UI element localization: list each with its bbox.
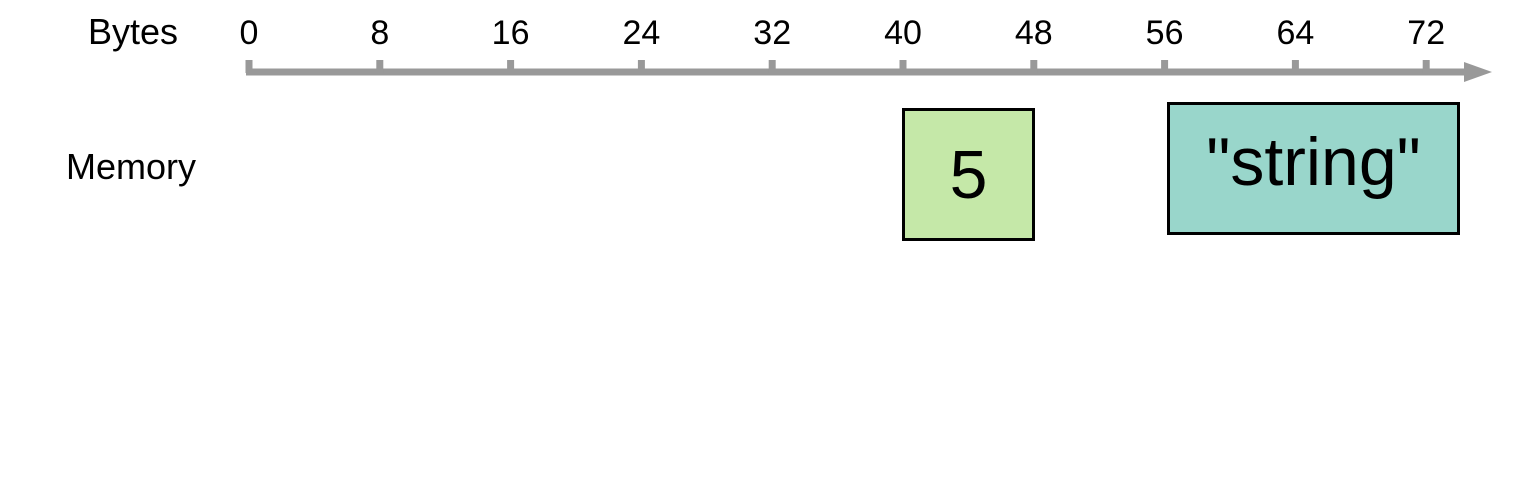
axis-tick-label: 64: [1276, 14, 1314, 52]
axis-tick-label: 48: [1015, 14, 1053, 52]
axis-tick: [1291, 60, 1299, 73]
axis-tick: [899, 60, 907, 73]
axis-tick-label: 32: [753, 14, 791, 52]
axis-tick: [376, 60, 384, 73]
axis-tick-label: 24: [622, 14, 660, 52]
axis-tick: [507, 60, 515, 73]
memory-block-string: "string": [1167, 102, 1460, 235]
tick-group: 0 8 16 24 32 40 48 56 64 72: [240, 14, 1445, 73]
memory-row-label: Memory: [66, 146, 197, 187]
axis-tick-label: 8: [370, 14, 389, 52]
axis-tick: [1030, 60, 1038, 73]
axis-tick-label: 56: [1146, 14, 1184, 52]
byte-axis: 0 8 16 24 32 40 48 56 64 72: [240, 14, 1492, 82]
axis-tick: [637, 60, 645, 73]
axis-tick: [245, 60, 253, 73]
memory-block-int: 5: [902, 108, 1035, 241]
axis-arrowhead: [1464, 62, 1492, 82]
axis-tick: [768, 60, 776, 73]
axis-tick-label: 40: [884, 14, 922, 52]
axis-tick: [1161, 60, 1169, 73]
axis-tick-label: 0: [240, 14, 259, 52]
axis-tick-label: 16: [492, 14, 530, 52]
bytes-row-label: Bytes: [88, 11, 179, 52]
axis-tick: [1422, 60, 1430, 73]
axis-tick-label: 72: [1407, 14, 1445, 52]
